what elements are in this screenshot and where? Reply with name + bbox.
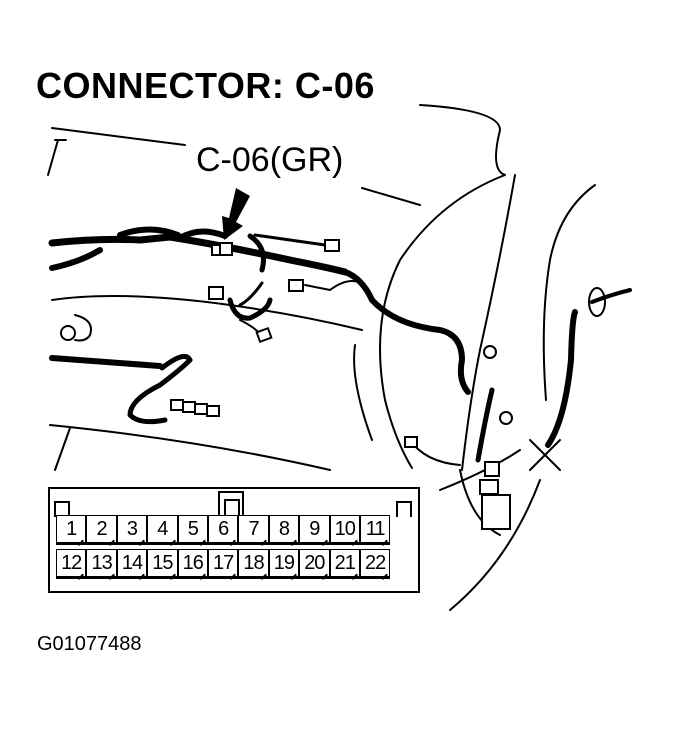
pin-cell: 19: [268, 549, 300, 579]
pin-cell: 2: [86, 515, 117, 545]
pin-cell: 11: [359, 515, 391, 545]
pin-cell: 9: [299, 515, 330, 545]
diagram-title: CONNECTOR: C-06: [36, 65, 375, 106]
pin-cell: 18: [238, 549, 269, 579]
pin-cell: 12: [56, 549, 87, 579]
pin-cell: 1: [56, 515, 87, 545]
pin-row-1: 1 2 3 4 5 6 7 8 9 10 11: [56, 515, 391, 545]
pin-cell: 21: [329, 549, 360, 579]
pin-cell: 7: [238, 515, 269, 545]
connector-c06-face-view: 1 2 3 4 5 6 7 8 9 10 11 12 13 14 15 16 1…: [48, 487, 420, 593]
pin-cell: 17: [207, 549, 239, 579]
pin-cell: 8: [268, 515, 300, 545]
pin-cell: 4: [147, 515, 178, 545]
pin-cell: 20: [299, 549, 330, 579]
arrow-pointer-icon: [222, 188, 250, 240]
pin-cell: 3: [116, 515, 148, 545]
connector-latch-left: [54, 501, 70, 517]
pin-cell: 15: [147, 549, 178, 579]
pin-cell: 6: [207, 515, 239, 545]
pin-cell: 14: [116, 549, 148, 579]
connector-key: [218, 491, 244, 515]
figure-id: G01077488: [37, 633, 142, 655]
pin-cell: 16: [177, 549, 208, 579]
connector-callout-label: C-06(GR): [196, 141, 344, 179]
pin-row-2: 12 13 14 15 16 17 18 19 20 21 22: [56, 549, 391, 579]
pin-cell: 13: [86, 549, 117, 579]
pin-cell: 5: [177, 515, 208, 545]
pin-cell: 22: [359, 549, 391, 579]
pin-cell: 10: [329, 515, 360, 545]
connector-latch-right: [396, 501, 412, 517]
